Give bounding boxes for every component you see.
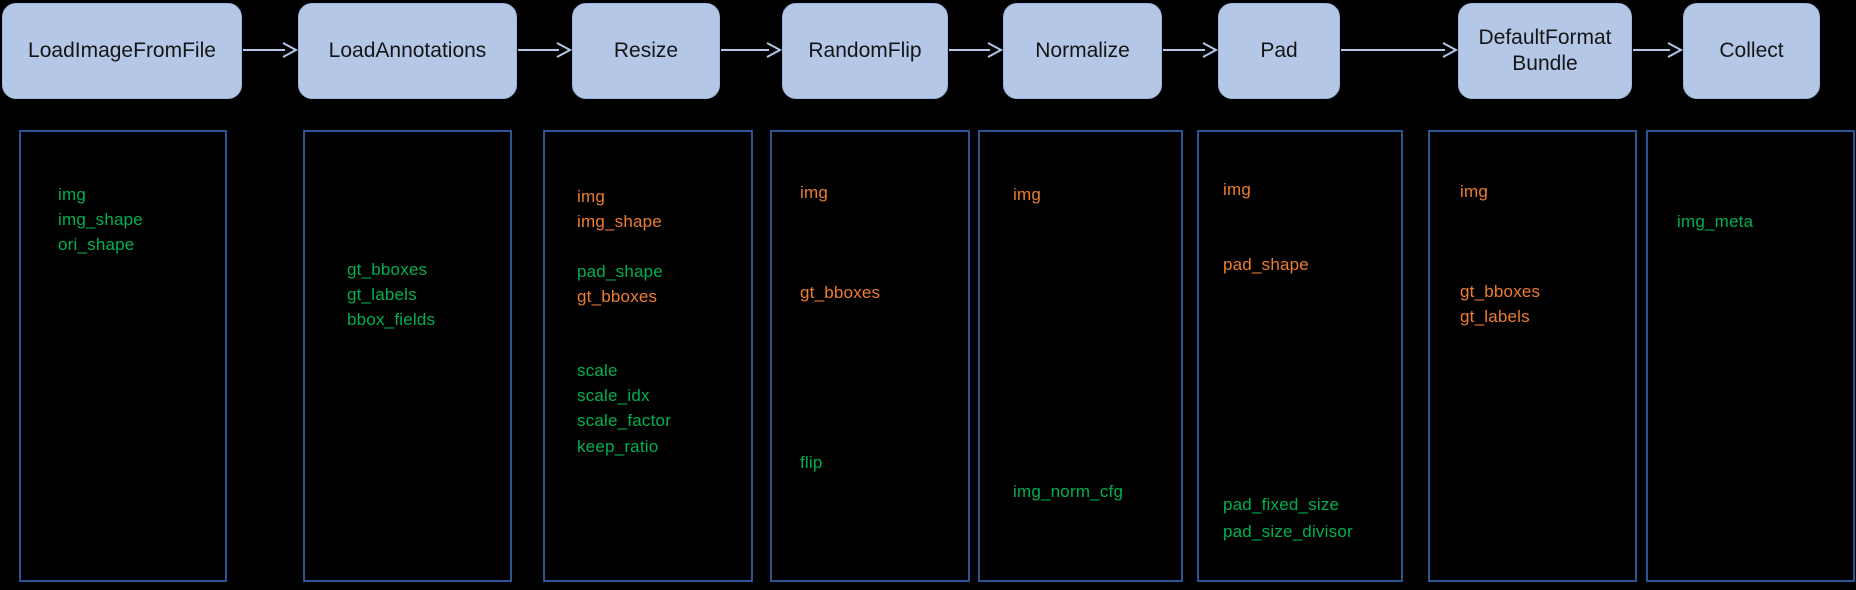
- flow-arrow: [949, 42, 1004, 58]
- stage-fields-box: [303, 130, 512, 582]
- stage-header: LoadAnnotations: [298, 3, 517, 99]
- flow-arrow: [243, 42, 299, 58]
- field-label: pad_fixed_size: [1223, 495, 1340, 514]
- stage-header: Pad: [1218, 3, 1340, 99]
- field-label: pad_shape: [1223, 255, 1309, 274]
- field-label: img_norm_cfg: [1013, 482, 1124, 501]
- field-label: img: [1460, 182, 1488, 201]
- field-label: gt_bboxes: [1460, 282, 1541, 301]
- field-label: img: [800, 183, 828, 202]
- stage-header: DefaultFormat Bundle: [1458, 3, 1632, 99]
- stage-label: Normalize: [1035, 38, 1130, 62]
- field-label: img_shape: [577, 212, 662, 231]
- stage-label: DefaultFormat Bundle: [1478, 25, 1612, 75]
- field-label: img_meta: [1677, 212, 1754, 231]
- stage-header: RandomFlip: [782, 3, 948, 99]
- stage-fields-box: [1428, 130, 1637, 582]
- field-label: pad_shape: [577, 262, 663, 281]
- stage-label: LoadImageFromFile: [28, 38, 216, 62]
- field-label: gt_bboxes: [347, 260, 428, 279]
- field-label: flip: [800, 453, 823, 472]
- stage-header: Normalize: [1003, 3, 1162, 99]
- field-label: ori_shape: [58, 235, 135, 254]
- stage-fields-box: [1197, 130, 1403, 582]
- field-label: keep_ratio: [577, 437, 659, 456]
- stage-label: RandomFlip: [808, 38, 922, 62]
- flow-arrow: [518, 42, 573, 58]
- stage-label: Pad: [1260, 38, 1298, 62]
- stage-fields-box: [543, 130, 753, 582]
- field-label: gt_bboxes: [577, 287, 658, 306]
- field-label: img: [1223, 180, 1251, 199]
- stage-fields-box: [978, 130, 1183, 582]
- flow-arrow: [1633, 42, 1684, 58]
- flow-arrow: [1341, 42, 1459, 58]
- field-label: img: [577, 187, 605, 206]
- stage-header: Collect: [1683, 3, 1820, 99]
- stage-fields-box: [1646, 130, 1855, 582]
- field-label: scale: [577, 361, 618, 380]
- field-label: img: [58, 185, 86, 204]
- field-label: gt_labels: [1460, 307, 1530, 326]
- field-label: bbox_fields: [347, 310, 436, 329]
- stage-label: Collect: [1719, 38, 1784, 62]
- field-label: gt_labels: [347, 285, 417, 304]
- stage-label: Resize: [613, 38, 679, 62]
- field-label: scale_idx: [577, 386, 650, 405]
- stage-header: Resize: [572, 3, 720, 99]
- stage-header: LoadImageFromFile: [2, 3, 242, 99]
- field-label: scale_factor: [577, 411, 672, 430]
- field-label: gt_bboxes: [800, 283, 881, 302]
- field-label: img_shape: [58, 210, 143, 229]
- flow-arrow: [1163, 42, 1219, 58]
- stage-fields-box: [19, 130, 227, 582]
- flow-arrow: [721, 42, 783, 58]
- stage-label: LoadAnnotations: [328, 38, 487, 62]
- field-label: img: [1013, 185, 1041, 204]
- field-label: pad_size_divisor: [1223, 522, 1353, 541]
- stage-fields-box: [770, 130, 970, 582]
